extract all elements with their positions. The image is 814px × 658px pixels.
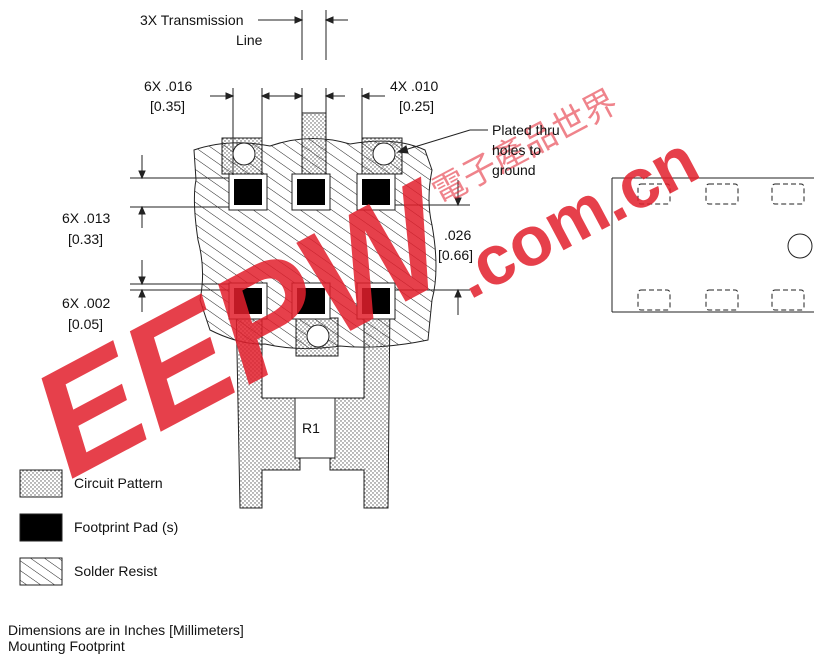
plated-thru-label-3: ground (492, 162, 536, 178)
footprint-pad-3-fill (362, 179, 390, 205)
plated-thru-label-2: holes to (492, 142, 542, 158)
dim-013-label: 6X .013 (62, 210, 111, 226)
dim-002-label: 6X .002 (62, 295, 111, 311)
footprint-pad-1-fill (234, 179, 262, 205)
legend-circuit-pattern: Circuit Pattern (74, 475, 163, 491)
footprint-pad-5-fill (297, 288, 325, 314)
footer-mounting-footprint: Mounting Footprint (8, 638, 125, 654)
legend-swatch-circuit (19, 469, 63, 498)
legend-footprint-pad: Footprint Pad (s) (74, 519, 179, 535)
dim-026-label: .026 (444, 227, 472, 243)
footprint-pad-6-fill (362, 288, 390, 314)
transmission-line-label-1: 3X Transmission (140, 12, 244, 28)
dim-026-mm-label: [0.66] (438, 247, 474, 263)
via-hole-top-right (372, 142, 396, 166)
dim-010-label: 4X .010 (390, 78, 439, 94)
watermark-domain-text: .com.cn (440, 120, 710, 313)
footprint-pad-4-fill (234, 288, 262, 314)
resistor-label: R1 (302, 420, 320, 436)
top-transmission-line (301, 112, 327, 176)
plated-thru-label-1: Plated thru (492, 122, 560, 138)
resistor-r1 (294, 397, 336, 459)
dim-002-mm-label: [0.05] (68, 316, 104, 332)
trace-right (329, 299, 391, 509)
dim-013-mm-label: [0.33] (68, 231, 104, 247)
transmission-line-label-2: Line (236, 32, 263, 48)
legend-swatch-pad (19, 513, 63, 542)
trace-left (235, 299, 301, 509)
footer-dimensions-note: Dimensions are in Inches [Millimeters] (8, 622, 244, 638)
dimension-lines (130, 10, 488, 315)
dim-010-mm-label: [0.25] (399, 98, 435, 114)
dim-016-mm-label: [0.35] (150, 98, 186, 114)
dim-016-label: 6X .016 (144, 78, 193, 94)
package-outline (611, 177, 814, 313)
legend-swatch-resist (19, 557, 63, 586)
via-hole-top-left (232, 142, 256, 166)
footprint-pad-2-fill (297, 179, 325, 205)
via-hole-bottom (306, 324, 330, 348)
legend-solder-resist: Solder Resist (74, 563, 158, 579)
